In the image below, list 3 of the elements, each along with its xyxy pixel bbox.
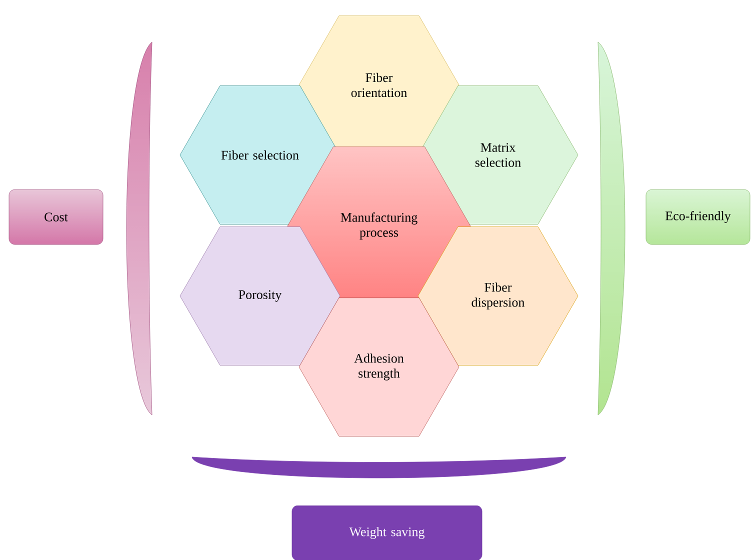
rounded-box: Eco-friendly — [646, 189, 750, 245]
rounded-box: Weight saving — [292, 505, 482, 560]
rounded-box: Cost — [8, 189, 104, 245]
